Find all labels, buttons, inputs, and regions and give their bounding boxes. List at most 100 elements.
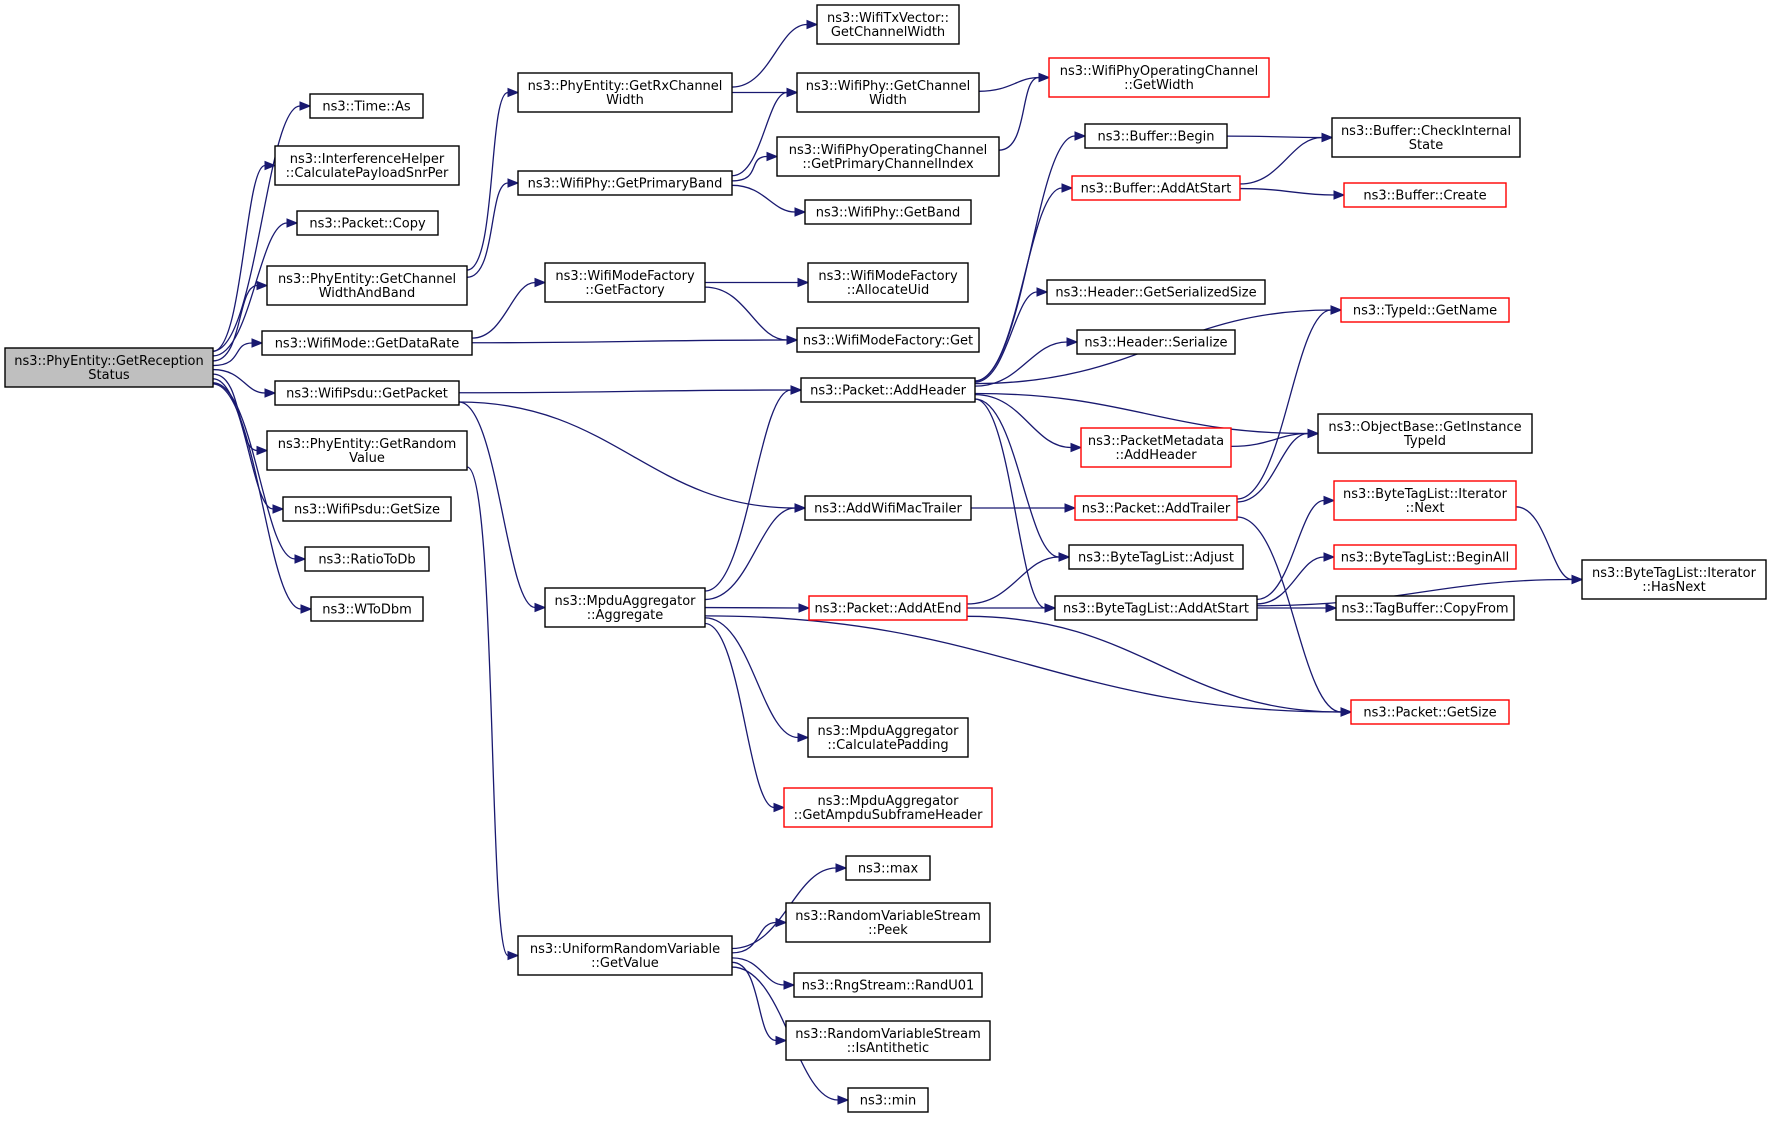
graph-node-btl-next[interactable]: ns3::ByteTagList::Iterator::Next (1333, 480, 1517, 521)
edge-line (978, 76, 1040, 92)
graph-node-phy-cw[interactable]: ns3::WifiPhy::GetChannelWidth (796, 72, 980, 113)
graph-node-tagbuf-copy[interactable]: ns3::TagBuffer::CopyFrom (1335, 595, 1515, 621)
edge-line (731, 921, 777, 954)
call-edge-uniform-to-randu01 (731, 957, 796, 990)
arrowhead-icon (272, 504, 285, 514)
graph-node-wifimode-dr[interactable]: ns3::WifiMode::GetDataRate (261, 330, 473, 356)
graph-node-phy-band[interactable]: ns3::WifiPhy::GetBand (804, 199, 972, 225)
graph-node-typeid-name[interactable]: ns3::TypeId::GetName (1340, 297, 1510, 323)
edge-line (212, 368, 266, 394)
graph-node-btl-hasnext[interactable]: ns3::ByteTagList::Iterator::HasNext (1581, 559, 1767, 600)
graph-node-wtodbm[interactable]: ns3::WToDbm (310, 596, 424, 622)
call-edge-root-to-getchwb (212, 280, 269, 362)
graph-node-mpdu-subhdr[interactable]: ns3::MpduAggregator::GetAmpduSubframeHea… (783, 787, 993, 828)
node-box (1076, 329, 1236, 355)
graph-node-psdu-getpacket[interactable]: ns3::WifiPsdu::GetPacket (274, 380, 460, 406)
graph-node-opch-pci[interactable]: ns3::WifiPhyOperatingChannel::GetPrimary… (776, 136, 1000, 177)
node-label: ::IsAntithetic (847, 1041, 929, 1056)
graph-node-rvs-peek[interactable]: ns3::RandomVariableStream::Peek (785, 902, 991, 943)
edge-line (1256, 578, 1573, 607)
node-label: ns3::AddWifiMacTrailer (814, 502, 962, 517)
graph-node-hdr-size[interactable]: ns3::Header::GetSerializedSize (1046, 279, 1266, 305)
call-edge-mpdu_agg-to-pkt_addheader (704, 385, 803, 592)
graph-node-pkt-addatend[interactable]: ns3::Packet::AddAtEnd (808, 595, 968, 621)
graph-node-pkt-getsize[interactable]: ns3::Packet::GetSize (1350, 699, 1510, 725)
graph-node-btl-addatstart[interactable]: ns3::ByteTagList::AddAtStart (1054, 595, 1258, 621)
graph-node-time-as[interactable]: ns3::Time::As (309, 93, 424, 119)
graph-node-mf-alloc[interactable]: ns3::WifiModeFactory::AllocateUid (807, 262, 969, 303)
arrowhead-icon (837, 1095, 850, 1105)
call-edge-buf_addatstart-to-buf_create (1239, 187, 1346, 200)
arrowhead-icon (1340, 707, 1353, 717)
node-label: WidthAndBand (319, 286, 416, 301)
node-label: ns3::WifiPhyOperatingChannel (1060, 64, 1259, 79)
graph-node-pkt-addheader[interactable]: ns3::Packet::AddHeader (800, 377, 976, 403)
edge-line (458, 389, 792, 394)
node-label: ::GetValue (591, 956, 659, 971)
call-edge-modefactory-to-mf_alloc (704, 277, 810, 288)
edge-line (1256, 556, 1325, 605)
graph-node-psdu-size[interactable]: ns3::WifiPsdu::GetSize (282, 496, 452, 522)
graph-node-ratiotodb[interactable]: ns3::RatioToDb (304, 546, 430, 572)
edge-line (1515, 506, 1573, 581)
graph-node-txvector-cw[interactable]: ns3::WifiTxVector::GetChannelWidth (816, 4, 960, 45)
node-box (517, 170, 733, 196)
graph-node-pm-addheader[interactable]: ns3::PacketMetadata::AddHeader (1080, 427, 1232, 468)
call-edge-mpdu_agg-to-mpdu_subhdr (704, 622, 786, 813)
call-edge-btl_addatstart-to-tagbuf_copy (1256, 603, 1338, 613)
node-box (1054, 595, 1258, 621)
graph-node-modefactory[interactable]: ns3::WifiModeFactory::GetFactory (544, 262, 706, 303)
graph-node-mf-get[interactable]: ns3::WifiModeFactory::Get (796, 327, 980, 353)
edge-line (1226, 135, 1323, 139)
arrowhead-icon (507, 178, 520, 188)
graph-node-buf-create[interactable]: ns3::Buffer::Create (1343, 182, 1507, 208)
edge-line (974, 398, 1046, 609)
graph-node-buf-begin[interactable]: ns3::Buffer::Begin (1084, 123, 1228, 149)
graph-node-btl-beginall[interactable]: ns3::ByteTagList::BeginAll (1333, 544, 1517, 570)
graph-node-mpdu-pad[interactable]: ns3::MpduAggregator::CalculatePadding (807, 717, 969, 758)
graph-node-btl-adjust[interactable]: ns3::ByteTagList::Adjust (1068, 544, 1244, 570)
node-label: ns3::Buffer::AddAtStart (1081, 182, 1232, 197)
call-edge-btl_next-to-btl_hasnext (1515, 506, 1584, 585)
graph-node-primband[interactable]: ns3::WifiPhy::GetPrimaryBand (517, 170, 733, 196)
arrowhead-icon (794, 207, 807, 217)
graph-node-opch-width[interactable]: ns3::WifiPhyOperatingChannel::GetWidth (1048, 57, 1270, 98)
graph-node-pkt-copy[interactable]: ns3::Packet::Copy (296, 210, 439, 236)
graph-node-buf-addatstart[interactable]: ns3::Buffer::AddAtStart (1071, 175, 1241, 201)
call-edge-primband-to-opch_pci (731, 151, 779, 182)
node-label: ::Next (1405, 501, 1444, 516)
graph-node-interf[interactable]: ns3::InterferenceHelper::CalculatePayloa… (274, 145, 460, 186)
edge-line (466, 91, 509, 271)
node-label: Width (869, 93, 907, 108)
edge-line (466, 466, 509, 957)
arrowhead-icon (1321, 132, 1334, 143)
node-box (1317, 413, 1533, 454)
node-box (1333, 480, 1517, 521)
graph-node-mpdu-agg[interactable]: ns3::MpduAggregator::Aggregate (544, 587, 706, 628)
node-box (1335, 595, 1515, 621)
graph-node-rvs-anti[interactable]: ns3::RandomVariableStream::IsAntithetic (785, 1020, 991, 1061)
edge-line (212, 382, 296, 560)
call-edge-getchwb-to-primband (466, 178, 520, 278)
graph-node-min[interactable]: ns3::min (847, 1087, 929, 1113)
node-box (796, 72, 980, 113)
node-label: ns3::MpduAggregator (817, 794, 959, 809)
node-label: ns3::RandomVariableStream (795, 909, 981, 924)
graph-node-addmactrailer[interactable]: ns3::AddWifiMacTrailer (804, 495, 972, 521)
graph-node-pkt-addtrailer[interactable]: ns3::Packet::AddTrailer (1074, 495, 1238, 521)
arrowhead-icon (1307, 428, 1320, 439)
graph-node-hdr-ser[interactable]: ns3::Header::Serialize (1076, 329, 1236, 355)
arrowhead-icon (1044, 603, 1057, 613)
graph-node-max[interactable]: ns3::max (845, 855, 931, 881)
arrowhead-icon (1061, 183, 1074, 193)
arrowhead-icon (797, 277, 810, 288)
graph-node-randu01[interactable]: ns3::RngStream::RandU01 (793, 972, 983, 998)
node-box (1074, 495, 1238, 521)
graph-node-uniform[interactable]: ns3::UniformRandomVariable::GetValue (517, 935, 733, 976)
